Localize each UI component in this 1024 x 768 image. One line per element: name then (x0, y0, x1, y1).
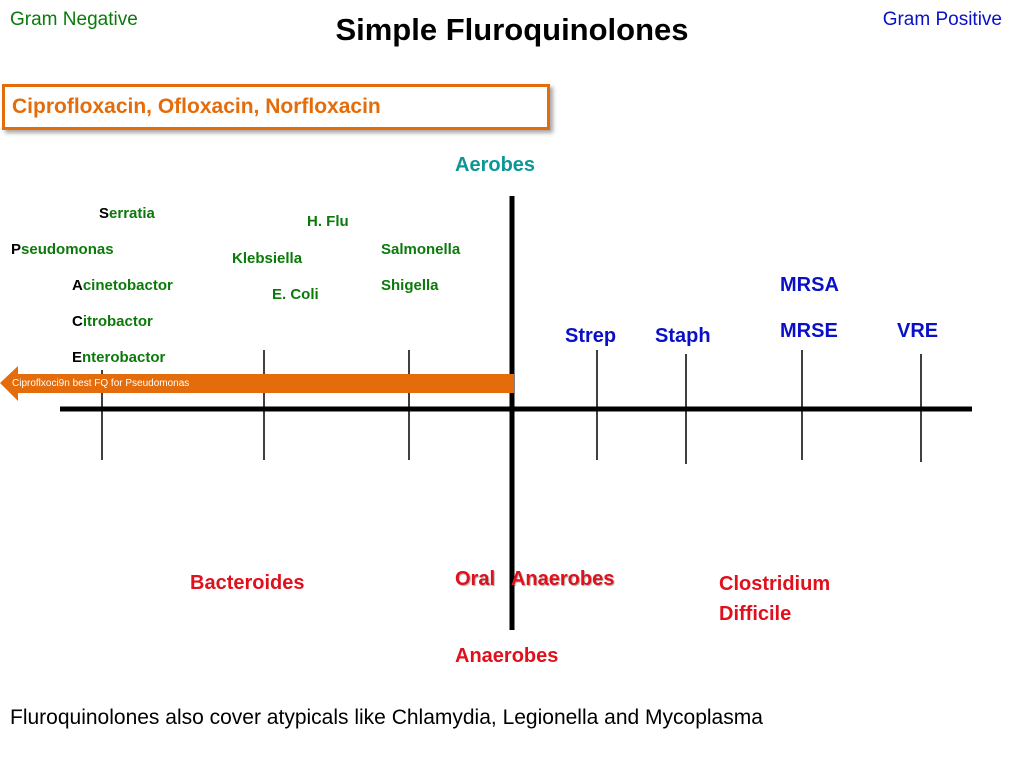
strep-label: Strep (565, 325, 617, 347)
vre-label: VRE (897, 320, 939, 342)
aerobes-label: Aerobes (455, 154, 536, 176)
oral-anaerobes-label: Oral Anaerobes (455, 568, 615, 590)
arrow-note: Ciproflxoci9n best FQ for Pseudomonas (12, 378, 190, 389)
klebsiella-label: Klebsiella (232, 250, 303, 267)
clostridium-label-line1: Clostridium (719, 573, 831, 595)
shigella-label: Shigella (381, 277, 439, 294)
page-title: Simple Fluroquinolones (335, 12, 689, 47)
bacteroides-label: Bacteroides (190, 572, 305, 594)
gram-positive-label: Gram Positive (882, 9, 1002, 30)
drug-box (2, 84, 550, 130)
list-item-serratia: Serratia (99, 205, 155, 222)
clostridium-label-line2: Difficile (719, 603, 792, 625)
gram-negative-label: Gram Negative (10, 9, 138, 30)
list-item-pseudomonas: Pseudomonas (11, 241, 114, 258)
h-flu-label: H. Flu (307, 213, 349, 230)
list-item-acinetobactor: Acinetobactor (72, 277, 173, 294)
mrse-label: MRSE (780, 320, 838, 342)
e-coli-label: E. Coli (272, 286, 319, 303)
footer-note: Fluroquinolones also cover atypicals lik… (10, 706, 763, 729)
mrsa-label: MRSA (780, 274, 839, 296)
anaerobes-label: Anaerobes (455, 645, 559, 667)
list-item-citrobactor: Citrobactor (72, 313, 153, 330)
list-item-enterobactor: Enterobactor (72, 349, 166, 366)
staph-label: Staph (655, 325, 711, 347)
drug-box-text: Ciprofloxacin, Ofloxacin, Norfloxacin (12, 95, 381, 118)
pseudomonas-arrow (0, 366, 514, 401)
salmonella-label: Salmonella (381, 241, 461, 258)
